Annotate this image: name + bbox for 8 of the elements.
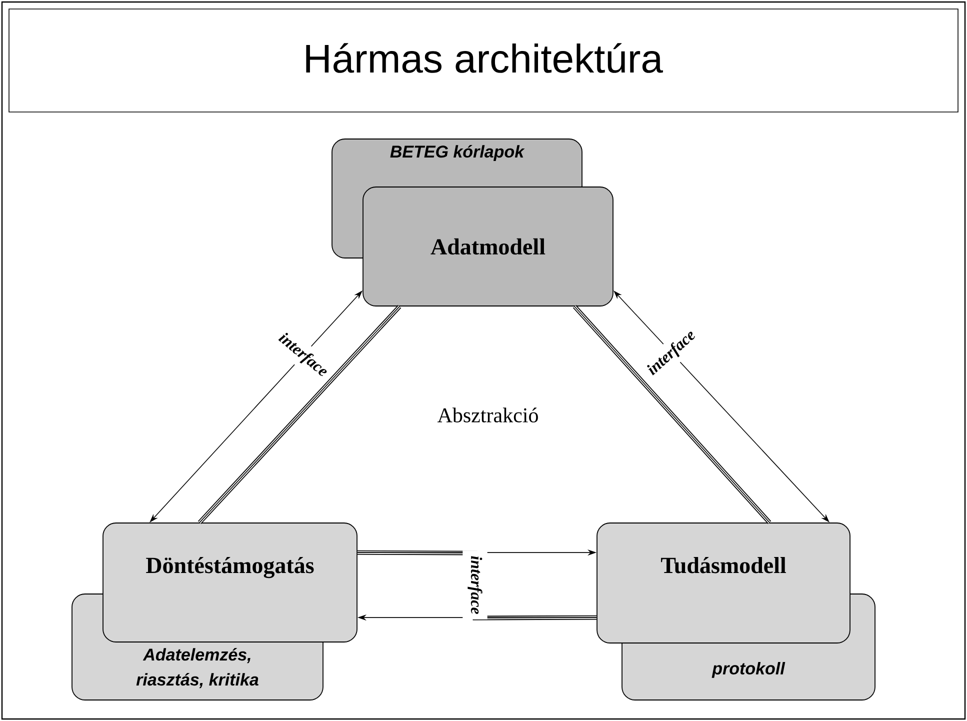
center-label: Absztrakció xyxy=(437,408,538,422)
triple-line xyxy=(572,304,772,524)
module-box: Tudásmodell xyxy=(596,522,850,644)
title-box: Hármas architektúra xyxy=(8,8,958,112)
module-box: Adatmodell xyxy=(362,186,614,306)
triple-line xyxy=(198,304,402,524)
module-box: Döntéstámogatás xyxy=(102,522,358,642)
edge-label: interface xyxy=(462,550,488,620)
